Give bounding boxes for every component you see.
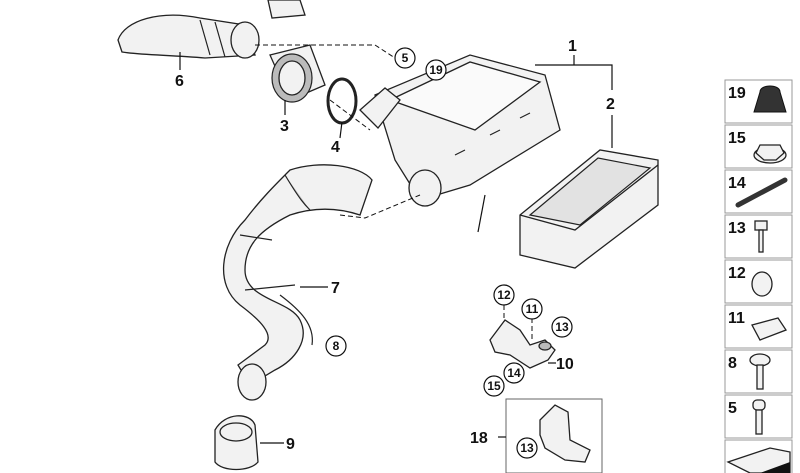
circled-callout-15: 15 [483, 375, 505, 397]
svg-text:5: 5 [402, 51, 409, 65]
filter-element-2 [519, 149, 659, 269]
side-part-5: 5 [724, 394, 793, 439]
circled-callout-13: 13 [551, 316, 573, 338]
svg-text:13: 13 [555, 320, 569, 334]
callout-7: 7 [331, 280, 340, 297]
svg-text:15: 15 [728, 130, 746, 147]
svg-text:19: 19 [728, 85, 746, 102]
side-part-15: 15 [724, 124, 793, 169]
svg-text:8: 8 [728, 355, 737, 372]
callout-1: 1 [568, 38, 577, 55]
svg-text:14: 14 [507, 366, 521, 380]
svg-text:14: 14 [728, 175, 746, 192]
side-parts-list: 19 15 14 13 12 11 8 5 [724, 79, 793, 473]
callout-10: 10 [556, 356, 574, 373]
side-part-13: 13 [724, 214, 793, 259]
side-part-foam [724, 439, 793, 473]
intake-hose-6 [117, 14, 260, 59]
side-part-12: 12 [724, 259, 793, 304]
kit-box-18 [505, 398, 603, 473]
svg-text:19: 19 [429, 63, 443, 77]
bracket-18 [539, 404, 591, 463]
svg-text:13: 13 [728, 220, 746, 237]
callout-6: 6 [175, 73, 184, 90]
bracket-10 [489, 319, 556, 369]
circled-callout-8: 8 [325, 335, 347, 357]
circled-callout-13-kit: 13 [516, 437, 538, 459]
side-part-8: 8 [724, 349, 793, 394]
side-part-11: 11 [724, 304, 793, 349]
svg-text:13: 13 [520, 441, 534, 455]
svg-text:5: 5 [728, 400, 737, 417]
svg-text:11: 11 [526, 302, 539, 316]
circled-callout-5: 5 [394, 47, 416, 69]
svg-text:15: 15 [487, 379, 501, 393]
callout-4: 4 [331, 139, 340, 156]
side-part-14: 14 [724, 169, 793, 214]
callout-18: 18 [470, 430, 488, 447]
circled-callout-14: 14 [503, 362, 525, 384]
circled-callout-12: 12 [493, 284, 515, 306]
svg-text:11: 11 [728, 310, 745, 327]
callout-9: 9 [286, 436, 295, 453]
circled-callout-11: 11 [521, 298, 543, 320]
callout-3: 3 [280, 118, 289, 135]
part-9 [214, 415, 259, 471]
circled-callout-19: 19 [425, 59, 447, 81]
air-filter-housing-1 [359, 54, 561, 233]
svg-text:12: 12 [497, 288, 511, 302]
svg-text:12: 12 [728, 265, 746, 282]
side-part-19: 19 [724, 79, 793, 124]
air-flow-sensor-3 [267, 0, 326, 103]
callout-2: 2 [606, 96, 615, 113]
svg-text:8: 8 [333, 339, 340, 353]
intake-hose-7 [222, 164, 373, 401]
